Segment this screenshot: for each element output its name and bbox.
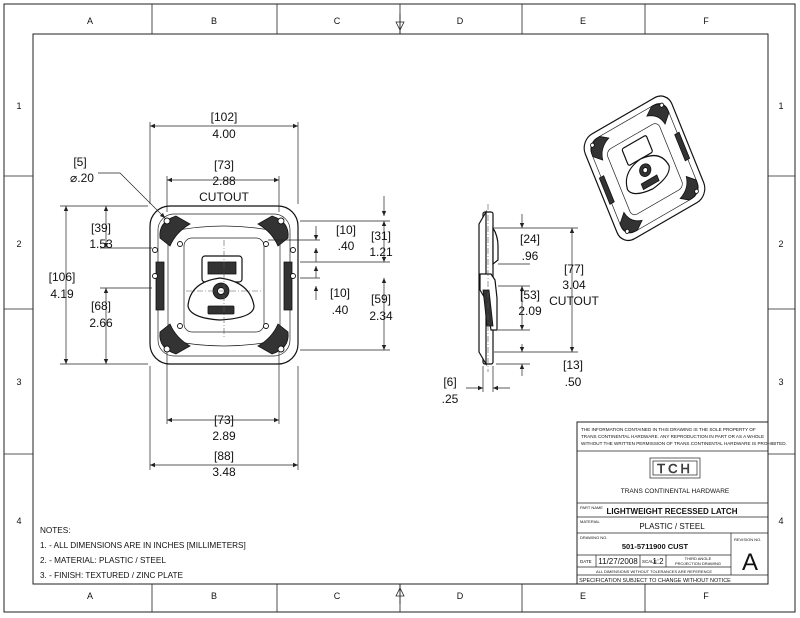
dim-side-upper-span-mm: [24] bbox=[520, 232, 540, 246]
tb-logo-text: TCH bbox=[657, 461, 693, 476]
dim-lower-span-mm: [59] bbox=[371, 292, 391, 306]
tb-projection-2: PROJECTION DRAWING bbox=[675, 561, 721, 566]
tb-part-name-label: PART NAME bbox=[580, 505, 603, 510]
side-view bbox=[478, 204, 499, 372]
tb-material-label: MATERIAL bbox=[580, 519, 600, 524]
outer-border bbox=[3, 3, 796, 613]
dim-cutout-height-label: CUTOUT bbox=[549, 294, 599, 308]
dim-bottom-hole-spacing-mm: [73] bbox=[214, 413, 234, 427]
note-1: 1. - ALL DIMENSIONS ARE IN INCHES [MILLI… bbox=[40, 541, 246, 550]
isometric-view bbox=[583, 95, 706, 242]
dim-upper-hole-offset-in: 1.53 bbox=[89, 237, 113, 251]
dim-upper-hole-offset-mm: [39] bbox=[91, 221, 111, 235]
dim-side-mid-span-in: 2.09 bbox=[518, 304, 542, 318]
dim-side-mid-span-mm: [53] bbox=[520, 288, 540, 302]
dim-cutout-width-mm: [73] bbox=[214, 158, 234, 172]
dim-hole-dia-in: ⌀.20 bbox=[70, 171, 94, 185]
tb-part-name: LIGHTWEIGHT RECESSED LATCH bbox=[607, 507, 738, 516]
zone-col-a-top: A bbox=[87, 16, 93, 26]
dim-bottom-overall-in: 3.48 bbox=[212, 465, 236, 479]
zone-row-2-right: 2 bbox=[778, 239, 783, 249]
zone-col-d-bottom: D bbox=[457, 591, 464, 601]
dim-cutout-width-in: 2.88 bbox=[212, 174, 236, 188]
dim-side-upper-span-in: .96 bbox=[522, 249, 539, 263]
zone-row-3-right: 3 bbox=[778, 377, 783, 387]
zone-col-f-top: F bbox=[703, 16, 709, 26]
tb-drawing-no: 501-5711900 CUST bbox=[622, 542, 689, 551]
zone-col-d-top: D bbox=[457, 16, 464, 26]
dim-overall-width-in: 4.00 bbox=[212, 127, 236, 141]
tb-notice-line-3: WITHOUT THE WRITTEN PERMISSION OF TRANS … bbox=[581, 441, 787, 446]
zone-row-2-left: 2 bbox=[16, 239, 21, 249]
dim-bottom-hole-spacing-in: 2.89 bbox=[212, 429, 236, 443]
dim-bottom-overall-mm: [88] bbox=[214, 449, 234, 463]
dim-bottom-offset-in: .50 bbox=[565, 375, 582, 389]
tb-company: TRANS CONTINENTAL HARDWARE bbox=[621, 488, 730, 495]
tb-material: PLASTIC / STEEL bbox=[639, 522, 705, 531]
zone-col-b-top: B bbox=[211, 16, 217, 26]
zone-row-3-left: 3 bbox=[16, 377, 21, 387]
centering-marks bbox=[395, 14, 405, 604]
dim-mid-offset-in: .40 bbox=[332, 303, 349, 317]
dim-top-offset-in: .40 bbox=[338, 239, 355, 253]
mounting-holes bbox=[152, 217, 296, 353]
zone-col-b-bottom: B bbox=[211, 591, 217, 601]
dim-top-offset-mm: [10] bbox=[336, 223, 356, 237]
dim-overall-width-mm: [102] bbox=[211, 110, 238, 124]
tb-notice-line-1: THE INFORMATION CONTAINED IN THIS DRAWIN… bbox=[581, 427, 756, 432]
dim-mid-offset-mm: [10] bbox=[330, 286, 350, 300]
zone-row-1-left: 1 bbox=[16, 101, 21, 111]
dim-top-span-mm: [31] bbox=[371, 229, 391, 243]
tb-spec-note: SPECIFICATION SUBJECT TO CHANGE WITHOUT … bbox=[579, 578, 731, 584]
zone-col-e-top: E bbox=[580, 16, 586, 26]
zone-row-4-left: 4 bbox=[16, 516, 21, 526]
note-3: 3. - FINISH: TEXTURED / ZINC PLATE bbox=[40, 571, 184, 580]
zone-col-a-bottom: A bbox=[87, 591, 93, 601]
zone-row-4-right: 4 bbox=[778, 516, 783, 526]
tb-date-label: DATE bbox=[580, 559, 592, 564]
zone-col-c-bottom: C bbox=[334, 591, 341, 601]
zone-col-c-top: C bbox=[334, 16, 341, 26]
dim-flange-thickness-in: .25 bbox=[442, 392, 459, 406]
dim-lower-span-in: 2.34 bbox=[369, 309, 393, 323]
tb-projection-1: THIRD ANGLE bbox=[685, 556, 712, 561]
zone-row-1-right: 1 bbox=[778, 101, 783, 111]
dim-overall-height-mm: [106] bbox=[49, 270, 76, 284]
front-view bbox=[149, 205, 299, 365]
tb-date: 11/27/2008 bbox=[598, 557, 638, 566]
tb-tolerance-note: ALL DIMENSIONS WITHOUT TOLERANCES ARE RE… bbox=[596, 569, 712, 574]
dim-flange-thickness-mm: [6] bbox=[443, 375, 456, 389]
tb-notice-line-2: TRANS CONTINENTAL HARDWARE. ANY REPRODUC… bbox=[581, 434, 764, 439]
dim-top-span-in: 1.21 bbox=[369, 245, 393, 259]
dim-cutout-height-mm: [77] bbox=[564, 262, 584, 276]
notes-heading: NOTES: bbox=[40, 526, 70, 535]
dim-lower-hole-spacing-in: 2.66 bbox=[89, 316, 113, 330]
side-dimensions bbox=[466, 214, 578, 392]
zone-col-f-bottom: F bbox=[703, 591, 709, 601]
dim-cutout-height-in: 3.04 bbox=[562, 278, 586, 292]
tb-revision: A bbox=[742, 549, 758, 576]
dim-overall-height-in: 4.19 bbox=[50, 287, 74, 301]
zone-col-e-bottom: E bbox=[580, 591, 586, 601]
tb-scale-label: SCALE bbox=[642, 559, 657, 564]
zone-ticks bbox=[4, 4, 795, 612]
dim-lower-hole-spacing-mm: [68] bbox=[91, 299, 111, 313]
tb-revision-label: REVISION NO. bbox=[734, 537, 761, 542]
dim-bottom-offset-mm: [13] bbox=[563, 358, 583, 372]
dim-cutout-width-label: CUTOUT bbox=[199, 190, 249, 204]
tb-drawing-no-label: DRAWING NO. bbox=[580, 535, 607, 540]
note-2: 2. - MATERIAL: PLASTIC / STEEL bbox=[40, 556, 166, 565]
title-block bbox=[576, 421, 769, 585]
tb-scale: 1:2 bbox=[652, 557, 664, 566]
front-dimensions bbox=[60, 122, 390, 470]
dim-hole-dia-mm: [5] bbox=[73, 155, 86, 169]
tch-logo bbox=[649, 457, 701, 479]
